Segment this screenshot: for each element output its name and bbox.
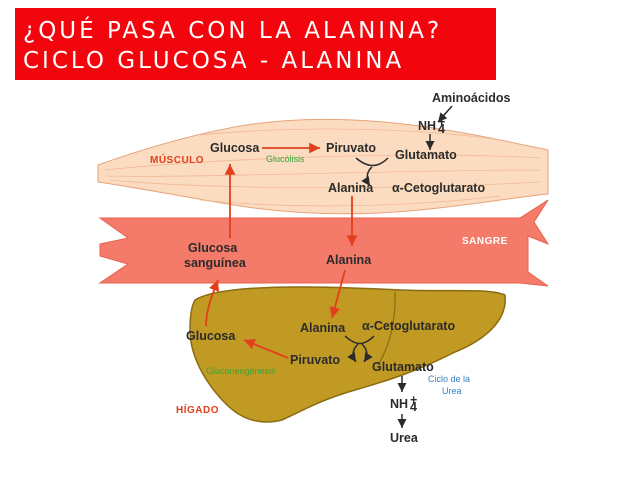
label-nh4-top: NH <box>418 119 436 133</box>
label-nh4-bottom-sub: 4 <box>410 400 417 414</box>
label-glucolisis: Glucólisis <box>266 154 305 164</box>
label-nh4-top-sup: + <box>438 115 445 129</box>
label-glutamato-musculo: Glutamato <box>395 148 457 162</box>
organ-label-blood: SANGRE <box>462 236 508 247</box>
label-alanina-higado: Alanina <box>300 321 346 335</box>
title-line-1: ¿QUÉ PASA CON LA ALANINA? <box>23 18 443 44</box>
label-ciclo-urea-2: Urea <box>442 386 462 396</box>
arrow-alanina-blood-to-liver <box>329 269 346 319</box>
label-glucosa-sanguinea-1: Glucosa <box>188 241 238 255</box>
liver-shape <box>189 286 506 423</box>
organ-label-liver: HÍGADO <box>176 403 219 416</box>
label-glucosa-musculo: Glucosa <box>210 141 260 155</box>
label-piruvato-higado: Piruvato <box>290 353 340 367</box>
label-ciclo-urea-1: Ciclo de la <box>428 374 470 384</box>
label-alanina-sangre: Alanina <box>326 253 372 267</box>
transamination-arc-liver-top <box>344 335 375 345</box>
label-nh4-top-sub: 4 <box>438 122 445 136</box>
label-glucosa-sanguinea-2: sanguínea <box>184 256 247 270</box>
label-urea: Urea <box>390 431 419 445</box>
label-alanina-musculo: Alanina <box>328 181 374 195</box>
title-line-2: CICLO GLUCOSA - ALANINA <box>23 48 405 74</box>
transamination-arrow-liver-right <box>361 343 373 363</box>
title-banner: ¿QUÉ PASA CON LA ALANINA? CICLO GLUCOSA … <box>15 8 496 80</box>
label-cetoglutarato-musculo: α-Cetoglutarato <box>392 181 485 195</box>
blood-vessel-shape <box>98 199 550 287</box>
transamination-arc-top <box>355 157 389 167</box>
transamination-arrow-liver-left <box>347 343 359 363</box>
label-aminoacidos: Aminoácidos <box>432 91 511 105</box>
arrow-liver-glucose-to-blood <box>205 279 220 327</box>
label-glucosa-higado: Glucosa <box>186 329 236 343</box>
transamination-arrow-muscle <box>361 166 373 187</box>
label-piruvato-musculo: Piruvato <box>326 141 376 155</box>
label-gluconeogenesis: Gluconeogénesis <box>206 366 276 376</box>
muscle-shape <box>97 118 549 215</box>
label-cetoglutarato-higado: α-Cetoglutarato <box>362 319 455 333</box>
arrow-gluconeogenesis <box>243 339 289 359</box>
label-nh4-bottom: NH <box>390 397 408 411</box>
label-glutamato-higado: Glutamato <box>372 360 434 374</box>
label-nh4-bottom-sup: + <box>410 393 417 407</box>
organ-label-muscle: MÚSCULO <box>150 153 204 166</box>
arrow-aminoacidos-nh4 <box>437 105 453 123</box>
